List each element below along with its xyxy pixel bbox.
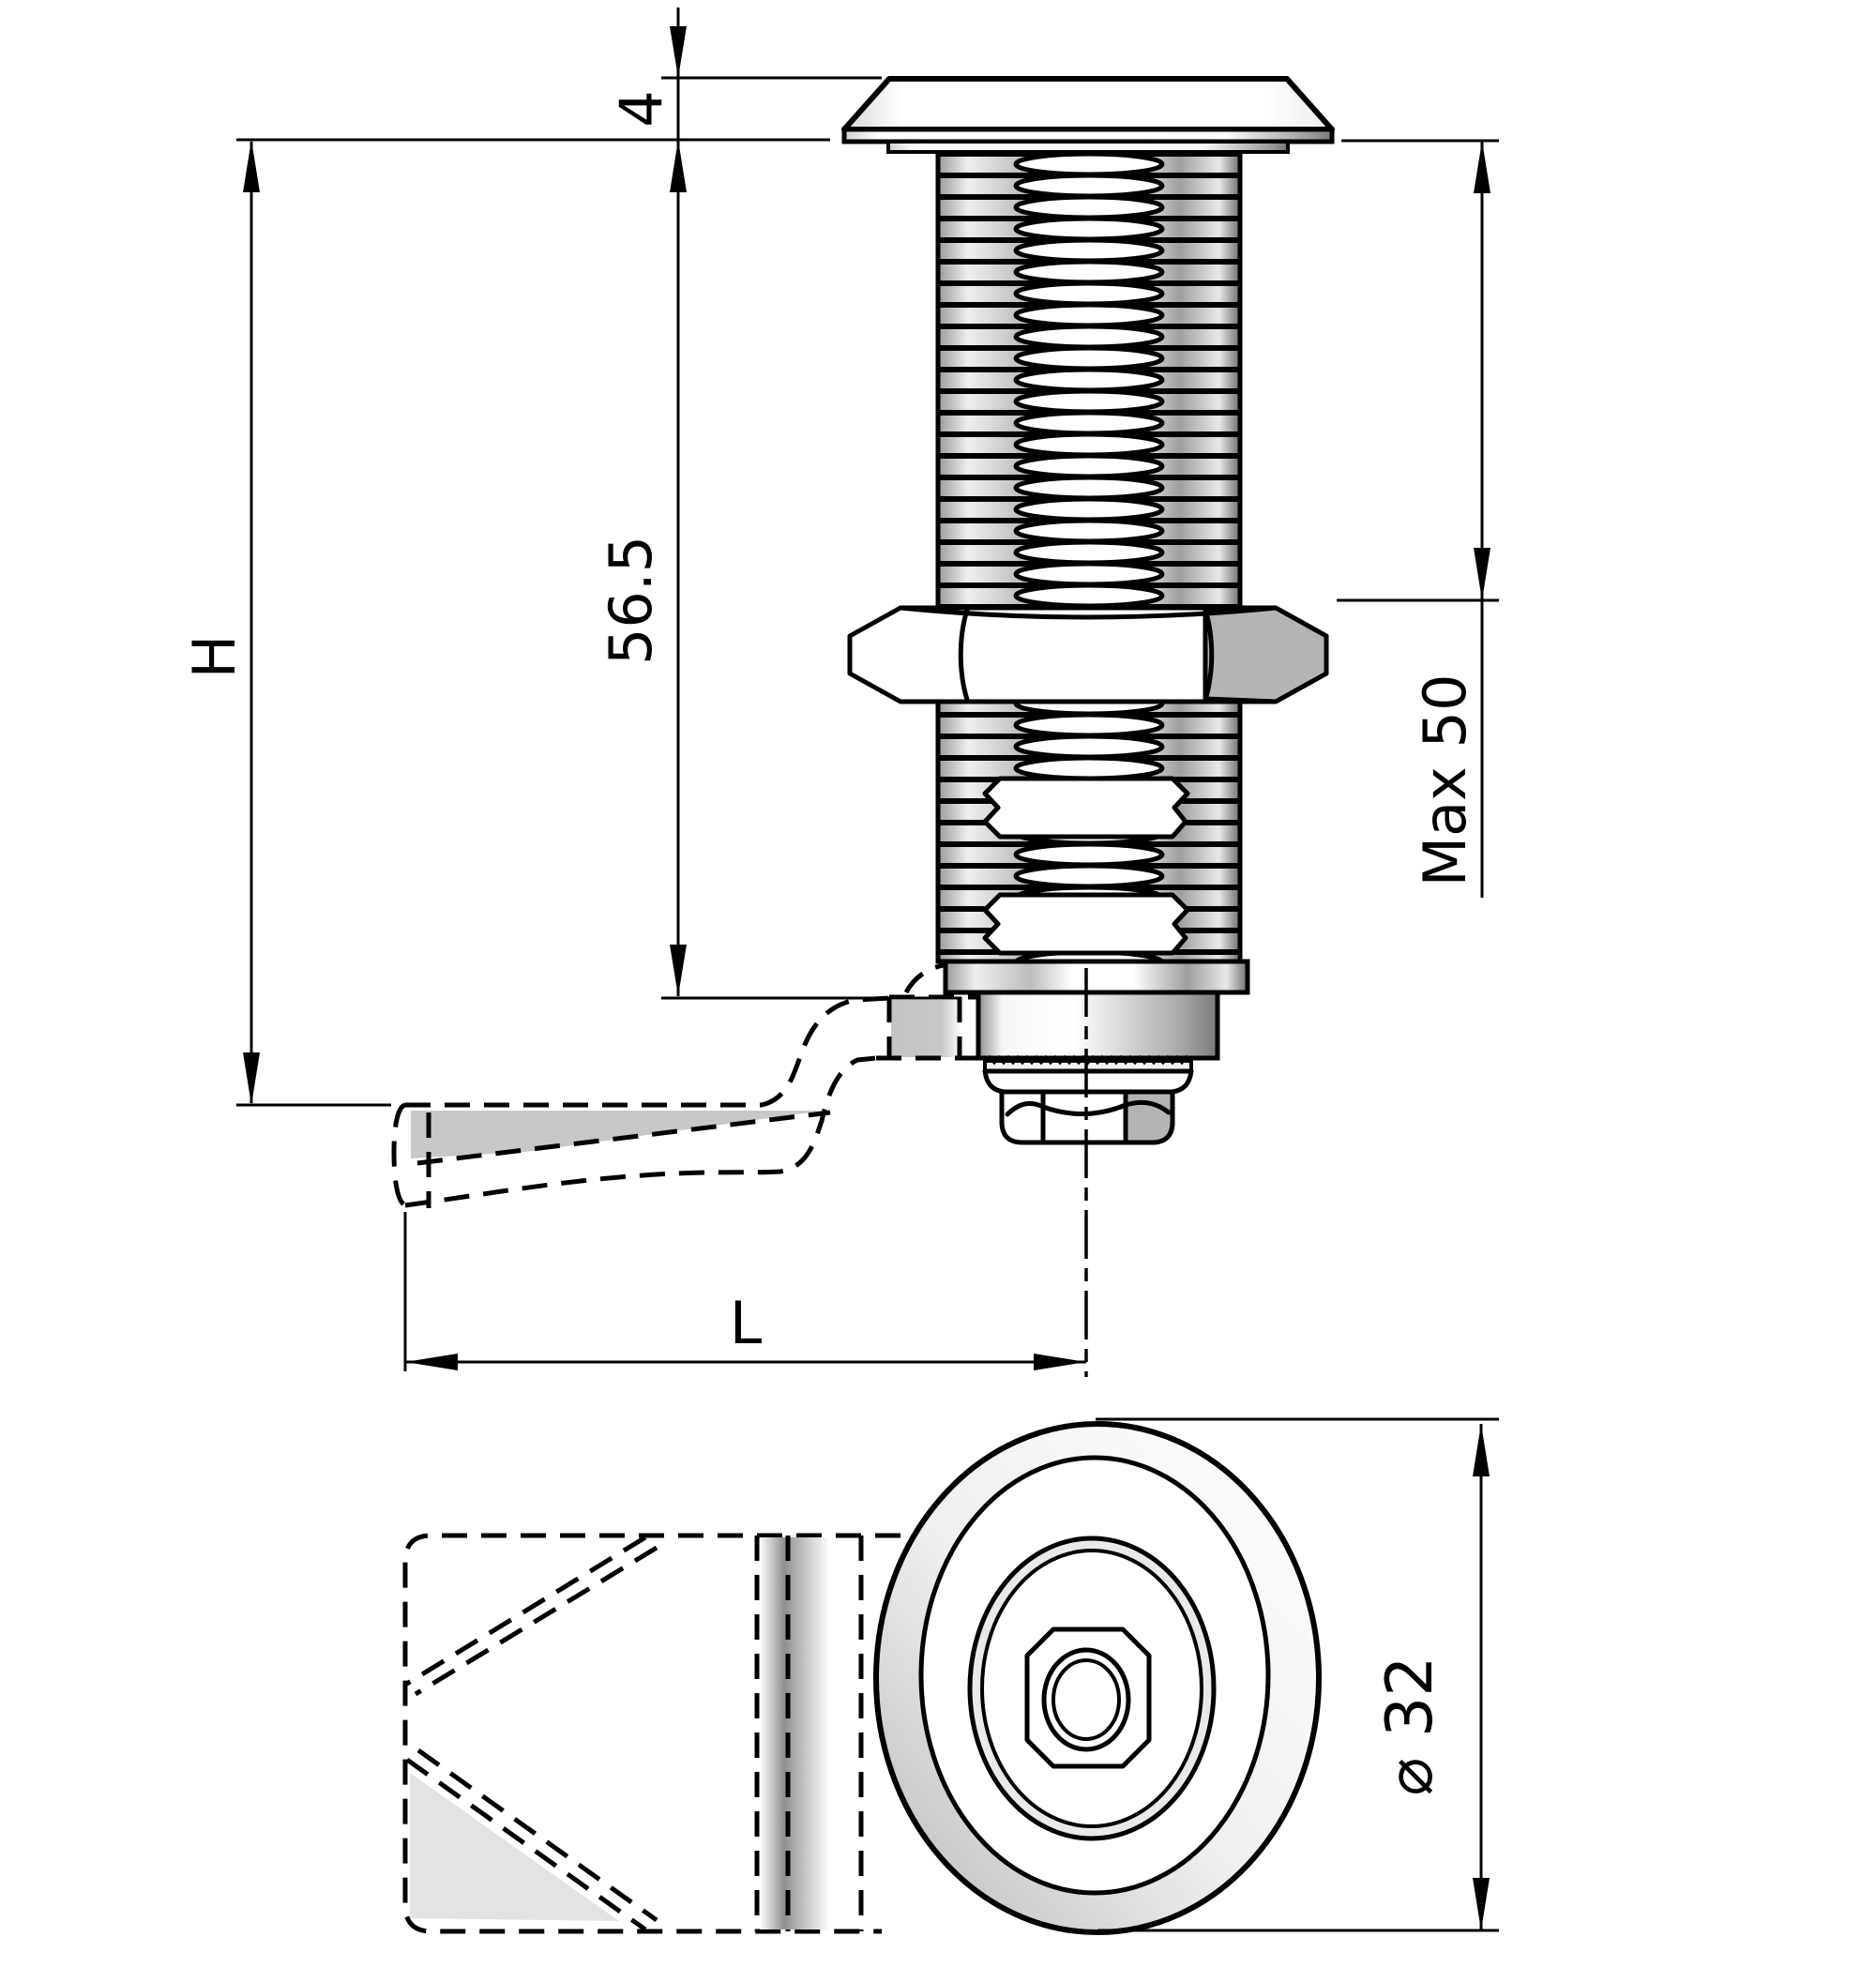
hex-nut-facet-line-right	[1203, 607, 1215, 703]
arrow-down-icon	[243, 1052, 260, 1105]
hub-shaded-band	[891, 1000, 961, 1057]
hex-nut-facet-line-left	[958, 607, 970, 703]
dim-thread-length: 56.5	[597, 536, 961, 1000]
dim-overall-height: H	[180, 140, 391, 1107]
plate-diagonal-lower-b	[416, 1748, 658, 1923]
plate-shaded-triangle	[410, 1773, 619, 1921]
lever-tip-chamfer-edge	[416, 1110, 831, 1166]
dim-label-grip-range: Max 50	[1411, 674, 1479, 887]
arrow-up-icon	[243, 140, 260, 192]
hex-nut	[847, 605, 1329, 704]
flange-nut	[982, 1068, 1194, 1145]
arrow-right-icon	[1034, 1354, 1086, 1370]
lever-top-edge	[405, 995, 890, 1108]
dim-lever-length: L	[403, 1212, 1086, 1371]
lever-tip-shaded-face	[411, 1111, 824, 1158]
plate-diagonal-upper-a	[403, 1535, 647, 1687]
dim-head-thickness: 4	[236, 8, 882, 996]
dim-label-lever-length: L	[730, 1289, 763, 1357]
center-hole-inner	[1051, 1658, 1121, 1741]
dim-label-knob-diameter: ⌀ 32	[1373, 1656, 1447, 1795]
plate-diagonal-upper-b	[414, 1545, 658, 1697]
lever-plate-hidden	[402, 1533, 900, 1934]
dim-knob-diameter: ⌀ 32	[1096, 1417, 1499, 1932]
plate-outline	[402, 1533, 900, 1934]
flange-skirt	[982, 1068, 1194, 1095]
arrow-left-icon	[405, 1354, 458, 1370]
cap-collar	[886, 140, 1290, 154]
side-view	[391, 76, 1335, 1377]
lever-bottom-edge	[404, 1055, 877, 1208]
arrow-down-icon	[670, 26, 687, 78]
thread-slot-upper	[982, 776, 1190, 840]
knob-face	[873, 1421, 1322, 1935]
dim-label-overall-height: H	[180, 635, 249, 679]
arrow-down-icon	[670, 945, 687, 996]
neck-shaded-band	[760, 1537, 830, 1929]
lever-tip-end	[391, 1102, 407, 1208]
lock-body	[976, 990, 1220, 1061]
plate-diagonal-lower-a	[405, 1757, 647, 1932]
bottom-view	[402, 1421, 1322, 1935]
nut-top-arcs	[1005, 1099, 1172, 1117]
threaded-stem	[935, 148, 1243, 964]
hex-nut-top-curve	[898, 605, 1278, 620]
hub-arc	[903, 961, 950, 994]
arrow-up-icon	[1474, 141, 1490, 193]
dim-grip-range: Max 50	[1337, 139, 1499, 898]
washer-serrations	[983, 1054, 1193, 1066]
nut-right-facet	[1123, 1089, 1175, 1145]
cam-lever-hidden-outline	[391, 995, 890, 1208]
arrow-down-icon	[1473, 1878, 1490, 1930]
arrow-up-icon	[1473, 1424, 1490, 1476]
arrow-up-icon	[670, 140, 687, 192]
stem-end-collar	[943, 959, 1250, 995]
dim-label-thread-length: 56.5	[597, 536, 665, 665]
thread-slot-lower	[982, 892, 1190, 956]
dim-label-head-thickness: 4	[607, 90, 675, 127]
hex-nut-right-facet	[1203, 605, 1329, 704]
arrow-down-icon	[1474, 548, 1490, 600]
head-cap	[841, 76, 1335, 154]
cap-top-face	[841, 76, 1335, 132]
